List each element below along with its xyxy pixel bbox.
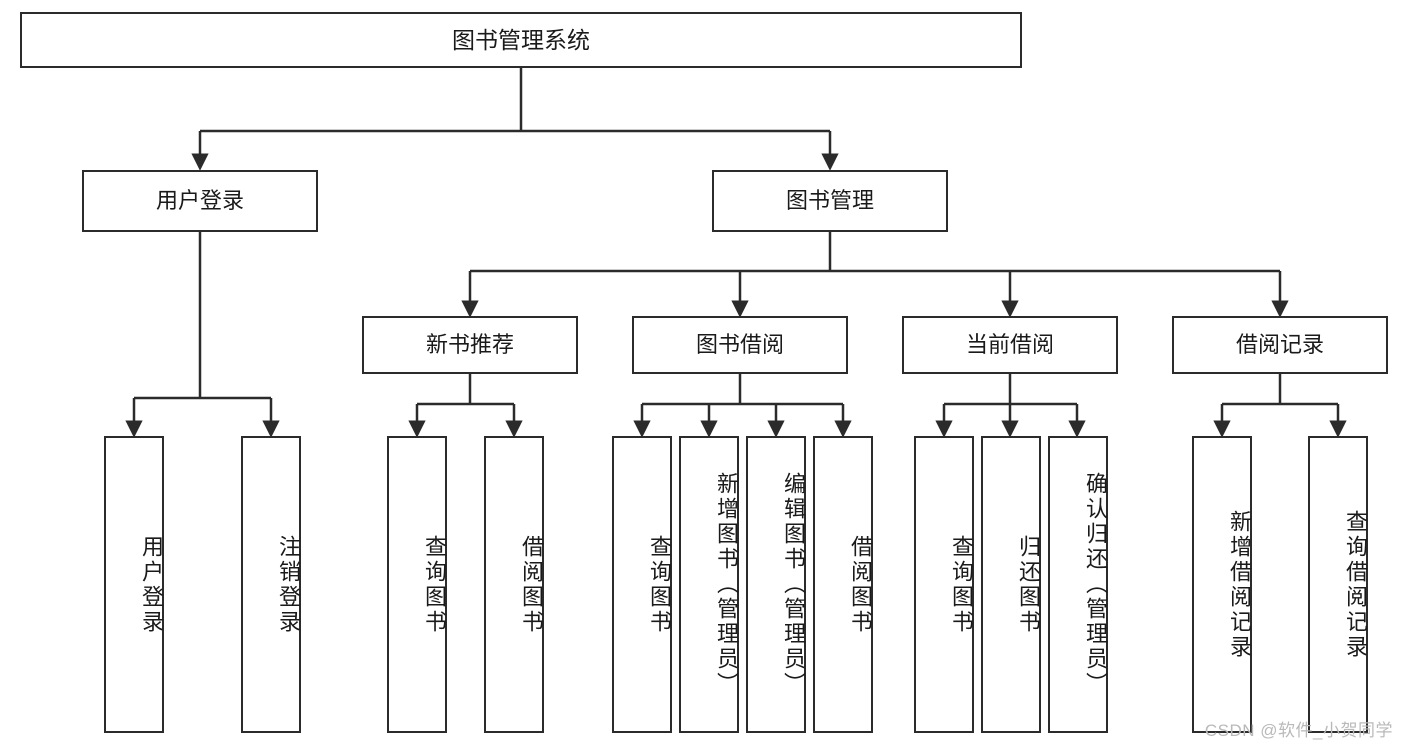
csdn-watermark: CSDN @软件_小贺同学 — [1204, 721, 1393, 740]
node-user-login[interactable]: 用户登录 — [82, 170, 318, 232]
leaf-user-login-0[interactable]: 用户登录 — [104, 436, 164, 733]
leaf-book-borrow-1-label: 新增图书（管理员） — [714, 472, 739, 697]
leaf-borrow-record-1[interactable]: 查询借阅记录 — [1308, 436, 1368, 733]
node-current-borrow-label: 当前借阅 — [965, 332, 1054, 358]
node-book-borrow[interactable]: 图书借阅 — [632, 316, 848, 374]
leaf-book-borrow-2[interactable]: 编辑图书（管理员） — [746, 436, 806, 733]
node-borrow-record[interactable]: 借阅记录 — [1172, 316, 1388, 374]
leaf-new-book-1[interactable]: 借阅图书 — [484, 436, 544, 733]
leaf-book-borrow-3[interactable]: 借阅图书 — [813, 436, 873, 733]
leaf-borrow-record-1-label: 查询借阅记录 — [1343, 509, 1368, 660]
leaf-new-book-1-label: 借阅图书 — [519, 534, 544, 635]
leaf-borrow-record-0[interactable]: 新增借阅记录 — [1192, 436, 1252, 733]
leaf-new-book-0-label: 查询图书 — [422, 534, 447, 635]
leaf-book-borrow-1[interactable]: 新增图书（管理员） — [679, 436, 739, 733]
node-current-borrow[interactable]: 当前借阅 — [902, 316, 1118, 374]
leaf-book-borrow-0[interactable]: 查询图书 — [612, 436, 672, 733]
leaf-user-login-1[interactable]: 注销登录 — [241, 436, 301, 733]
node-root[interactable]: 图书管理系统 — [20, 12, 1022, 68]
leaf-user-login-0-label: 用户登录 — [139, 534, 164, 635]
leaf-current-borrow-1[interactable]: 归还图书 — [981, 436, 1041, 733]
leaf-current-borrow-2-label: 确认归还（管理员） — [1083, 472, 1108, 697]
node-book-manage-label: 图书管理 — [785, 188, 874, 214]
leaf-book-borrow-3-label: 借阅图书 — [848, 534, 873, 635]
node-borrow-record-label: 借阅记录 — [1235, 332, 1324, 358]
node-new-book[interactable]: 新书推荐 — [362, 316, 578, 374]
leaf-current-borrow-0[interactable]: 查询图书 — [914, 436, 974, 733]
leaf-current-borrow-2[interactable]: 确认归还（管理员） — [1048, 436, 1108, 733]
leaf-user-login-1-label: 注销登录 — [276, 534, 301, 635]
node-book-manage[interactable]: 图书管理 — [712, 170, 948, 232]
node-user-login-label: 用户登录 — [155, 188, 244, 214]
node-root-label: 图书管理系统 — [452, 26, 590, 53]
leaf-new-book-0[interactable]: 查询图书 — [387, 436, 447, 733]
node-new-book-label: 新书推荐 — [425, 332, 514, 358]
leaf-book-borrow-0-label: 查询图书 — [647, 534, 672, 635]
leaf-book-borrow-2-label: 编辑图书（管理员） — [781, 472, 806, 697]
node-book-borrow-label: 图书借阅 — [695, 332, 784, 358]
leaf-current-borrow-0-label: 查询图书 — [949, 534, 974, 635]
leaf-current-borrow-1-label: 归还图书 — [1016, 534, 1041, 635]
leaf-borrow-record-0-label: 新增借阅记录 — [1227, 509, 1252, 660]
